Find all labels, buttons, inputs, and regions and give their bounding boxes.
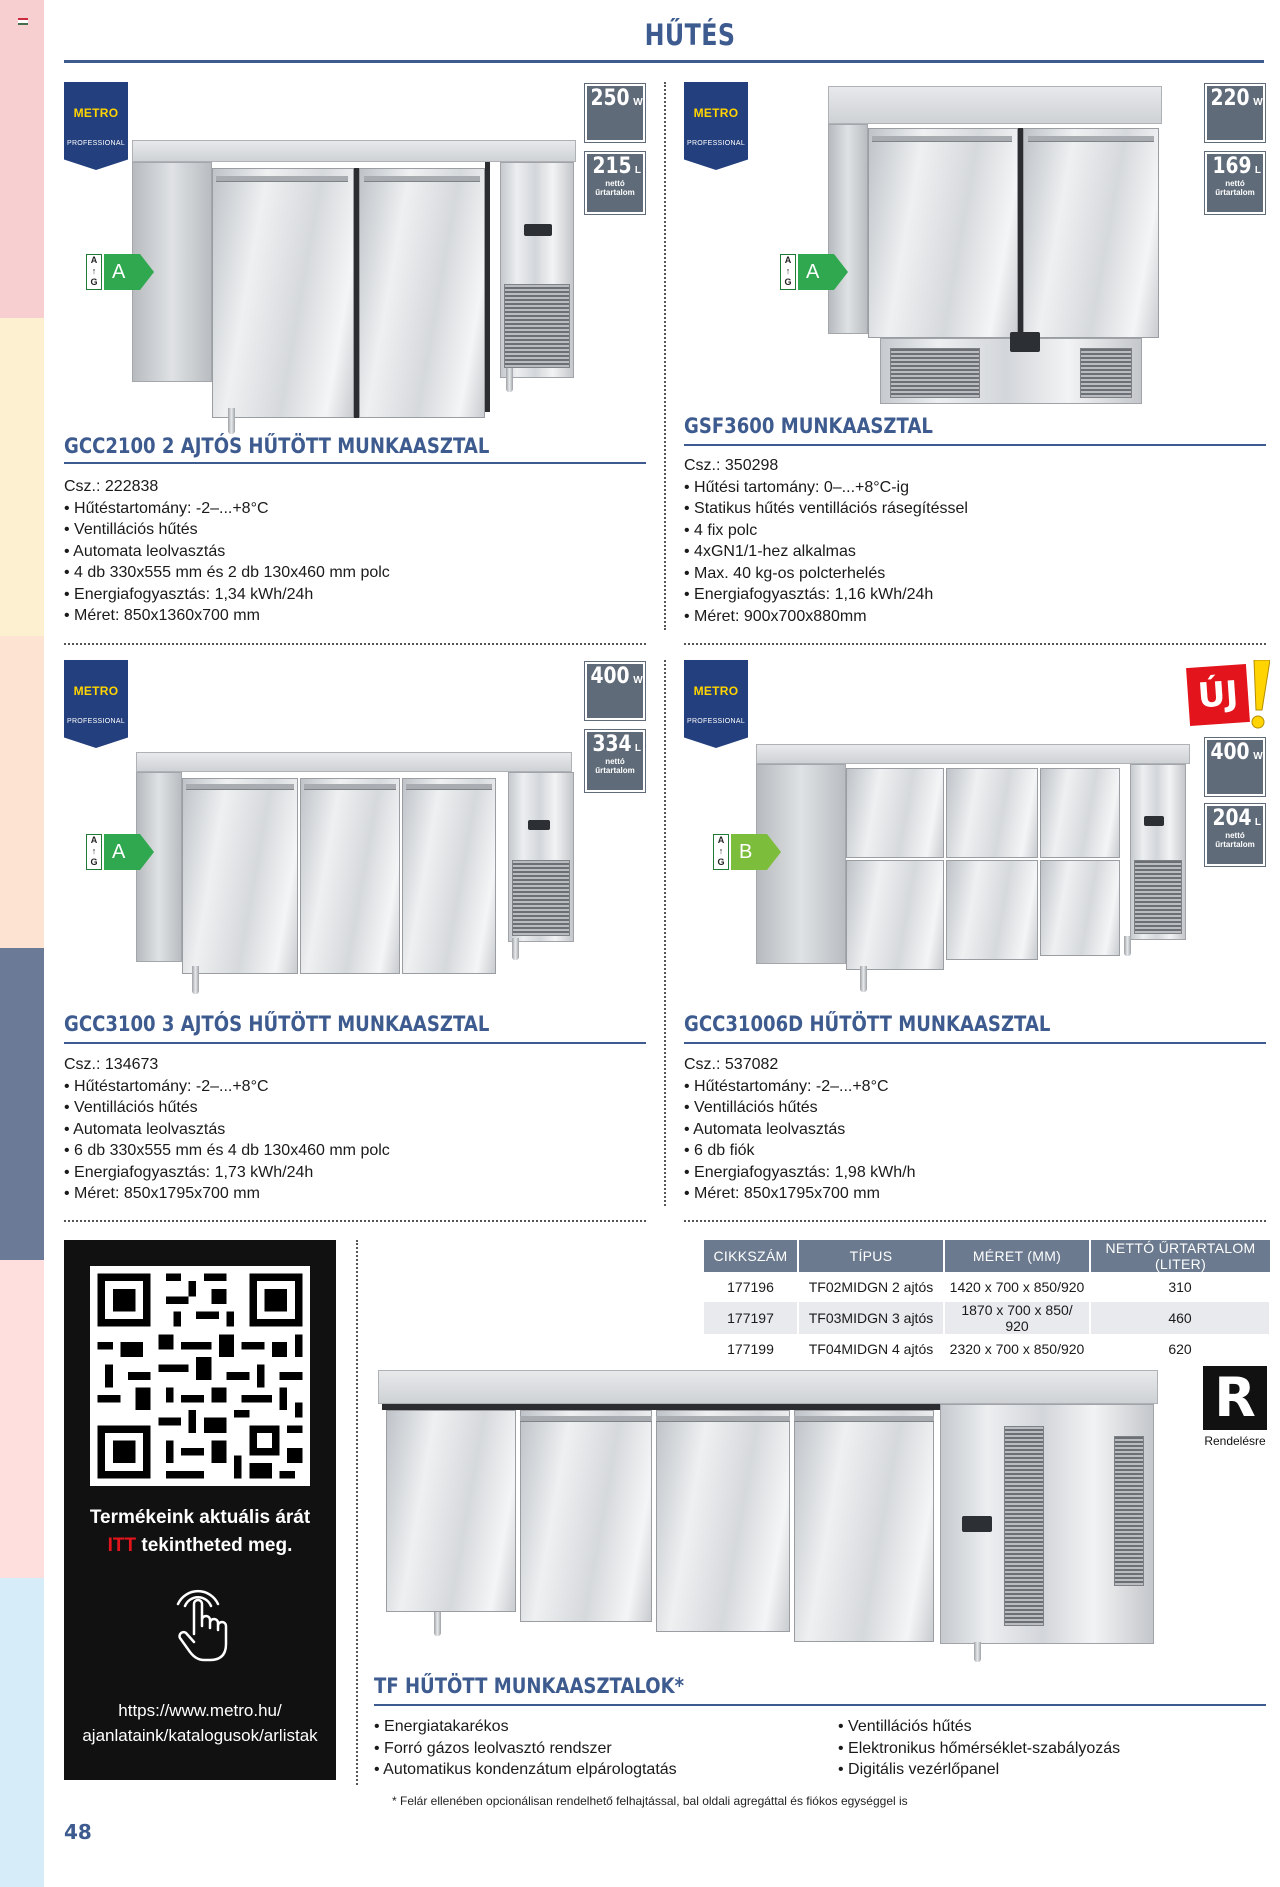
tap-hand-icon xyxy=(176,1589,228,1662)
row-divider xyxy=(64,1220,646,1222)
tf-spec-table: CIKKSZÁM TÍPUS MÉRET (MM) NETTÓ ŰRTARTAL… xyxy=(704,1240,1271,1364)
qr-code[interactable] xyxy=(90,1266,310,1486)
table-header: NETTÓ ŰRTARTALOM (LITER) xyxy=(1090,1240,1270,1272)
hungarian-flag-icon xyxy=(18,18,28,25)
title-underline xyxy=(684,1042,1266,1044)
footnote: * Felár ellenében opcionálisan rendelhet… xyxy=(392,1794,908,1808)
title-underline xyxy=(374,1704,1266,1706)
product-image xyxy=(128,136,578,436)
page-title: HŰTÉS xyxy=(644,18,736,52)
order-only-badge: R Rendelésre xyxy=(1203,1366,1267,1448)
column-divider xyxy=(664,660,666,1206)
product-title: GSF3600 MUNKAASZTAL xyxy=(684,414,933,438)
strip-segment xyxy=(0,1578,44,1887)
row-divider xyxy=(684,643,1266,645)
strip-segment xyxy=(0,318,44,636)
strip-segment xyxy=(0,0,44,318)
product-image xyxy=(824,82,1164,412)
product-image-tf xyxy=(374,1366,1164,1666)
table-header: MÉRET (MM) xyxy=(944,1240,1091,1272)
product-title: GCC2100 2 AJTÓS HŰTÖTT MUNKAASZTAL xyxy=(64,434,490,458)
product-title: GCC3100 3 AJTÓS HŰTÖTT MUNKAASZTAL xyxy=(64,1012,490,1036)
title-underline xyxy=(684,444,1266,446)
table-header: CIKKSZÁM xyxy=(704,1240,799,1272)
column-divider xyxy=(664,82,666,630)
spec-list: Csz.: 350298• Hűtési tartomány: 0–...+8°… xyxy=(684,457,968,625)
spec-list: Csz.: 222838• Hűtéstartomány: -2–...+8°C… xyxy=(64,478,390,624)
new-badge: ÚJ xyxy=(1186,660,1272,730)
row-divider xyxy=(684,1220,1266,1222)
price-list-url[interactable]: https://www.metro.hu/ ajanlataink/katalo… xyxy=(82,1701,318,1745)
exclamation-icon xyxy=(1251,660,1270,729)
tf-features-right: • Ventillációs hűtés • Elektronikus hőmé… xyxy=(838,1718,1121,1778)
title-rule xyxy=(64,60,1264,63)
tf-features-left: • Energiatakarékos • Forró gázos leolvas… xyxy=(374,1718,677,1778)
strip-segment xyxy=(0,948,44,1260)
product-image xyxy=(132,748,582,996)
row-divider xyxy=(64,643,646,645)
spec-list: Csz.: 537082• Hűtéstartomány: -2–...+8°C… xyxy=(684,1056,916,1202)
column-divider xyxy=(356,1240,358,1785)
tf-section-title: TF HŰTÖTT MUNKAASZTALOK* xyxy=(374,1674,685,1698)
qr-caption: Termékeink aktuális árát ITT tekintheted… xyxy=(89,1507,311,1556)
strip-segment xyxy=(0,1260,44,1578)
title-underline xyxy=(64,1042,646,1044)
spec-list: Csz.: 134673• Hűtéstartomány: -2–...+8°C… xyxy=(64,1056,390,1202)
strip-segment xyxy=(0,636,44,948)
title-underline xyxy=(64,462,646,464)
price-list-qr-panel: Termékeink aktuális árát ITT tekintheted… xyxy=(64,1240,336,1780)
product-image xyxy=(752,740,1192,996)
table-header: TÍPUS xyxy=(798,1240,945,1272)
product-title: GCC31006D HŰTÖTT MUNKAASZTAL xyxy=(684,1012,1051,1036)
page-number: 48 xyxy=(64,1820,92,1844)
